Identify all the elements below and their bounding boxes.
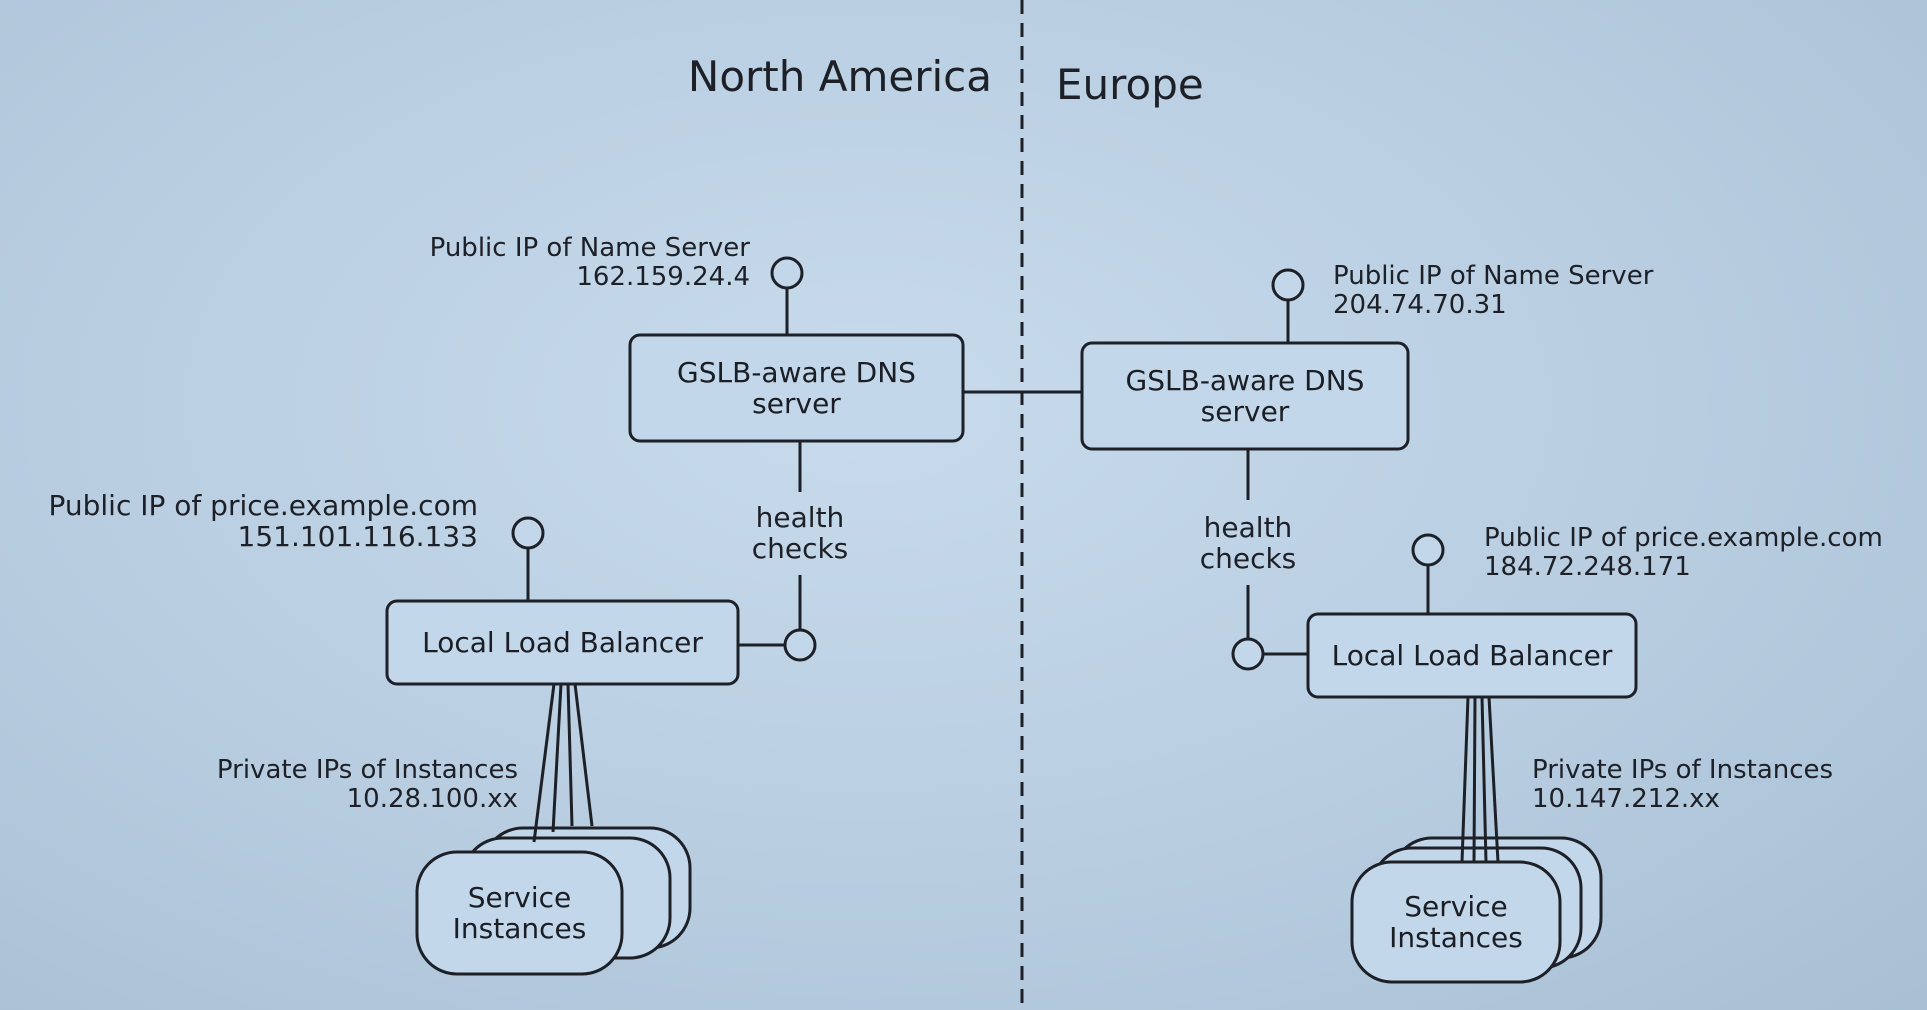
region-north-america-label: North America	[687, 52, 992, 101]
eu-load-balancer: Local Load Balancer	[1308, 614, 1636, 697]
na-service-instances-line1: Service	[467, 880, 572, 914]
na-dns-server: GSLB-aware DNS server	[630, 335, 963, 441]
eu-dns-server: GSLB-aware DNS server	[1082, 343, 1408, 449]
eu-load-balancer-label: Local Load Balancer	[1331, 638, 1613, 672]
region-europe-label: Europe	[1056, 60, 1204, 109]
eu-ns-ip-caption-text: Public IP of Name Server	[1333, 261, 1654, 291]
eu-lb-ip-value: 184.72.248.171	[1484, 552, 1691, 583]
eu-ns-ip-pin	[1271, 268, 1305, 302]
eu-service-instances: Service Instances	[1352, 862, 1560, 982]
na-ns-ip-value: 162.159.24.4	[576, 262, 750, 293]
na-instance-link-3	[566, 683, 574, 827]
na-private-ip-caption-text: Private IPs of Instances	[216, 755, 518, 785]
na-load-balancer-label: Local Load Balancer	[422, 625, 703, 659]
eu-instance-link-3	[1480, 696, 1488, 863]
eu-lb-ip-pin	[1411, 533, 1445, 567]
eu-private-ip-caption-text: Private IPs of Instances	[1532, 755, 1834, 785]
na-ns-ip-caption-text: Public IP of Name Server	[429, 233, 750, 263]
eu-private-ip-caption: Private IPs of Instances 10.147.212.xx	[1532, 755, 1834, 815]
na-load-balancer-box	[385, 599, 740, 686]
eu-dns-server-box	[1080, 341, 1410, 451]
na-dns-server-label-line1: GSLB-aware DNS	[677, 355, 916, 389]
na-service-instances: Service Instances	[417, 852, 622, 974]
eu-health-check-socket	[1231, 637, 1265, 671]
na-instance-link-1	[532, 683, 556, 843]
eu-instance-stack-front	[1350, 860, 1562, 984]
na-private-ip-caption: Private IPs of Instances 10.28.100.xx	[60, 755, 518, 815]
eu-instance-link-4	[1487, 696, 1500, 863]
na-lb-ip-pin	[511, 516, 545, 550]
eu-service-instances-line2: Instances	[1389, 921, 1523, 954]
eu-lb-ip-caption: Public IP of price.example.com 184.72.24…	[1484, 523, 1883, 583]
na-lb-ip-caption: Public IP of price.example.com 151.101.1…	[0, 490, 478, 553]
eu-service-instances-line1: Service	[1404, 889, 1508, 923]
eu-health-checks-line1: health	[1203, 511, 1293, 544]
eu-ns-ip-value: 204.74.70.31	[1333, 290, 1507, 321]
eu-load-balancer-box	[1306, 612, 1638, 699]
na-instance-stack-front	[415, 850, 624, 976]
na-private-ip-value: 10.28.100.xx	[346, 784, 518, 815]
eu-ns-ip-caption: Public IP of Name Server 204.74.70.31	[1333, 261, 1654, 321]
na-load-balancer: Local Load Balancer	[387, 601, 738, 684]
na-health-check-socket	[783, 628, 817, 662]
na-health-checks-label: health checks	[720, 502, 880, 565]
eu-lb-ip-caption-text: Public IP of price.example.com	[1484, 523, 1883, 553]
na-health-checks-line1: health	[755, 501, 845, 534]
na-service-instances-line2: Instances	[452, 912, 587, 945]
eu-instance-link-1	[1460, 696, 1470, 863]
na-lb-ip-value: 151.101.116.133	[237, 520, 478, 554]
eu-instance-link-2	[1472, 696, 1477, 863]
eu-private-ip-value: 10.147.212.xx	[1532, 784, 1720, 815]
na-dns-server-box	[628, 333, 965, 443]
na-health-checks-line2: checks	[751, 532, 849, 566]
eu-health-checks-label: health checks	[1168, 512, 1328, 575]
eu-dns-server-label-line1: GSLB-aware DNS	[1125, 363, 1365, 397]
na-instance-link-2	[551, 683, 563, 833]
na-dns-server-label-line2: server	[752, 387, 841, 420]
eu-dns-server-label-line2: server	[1200, 395, 1290, 428]
na-instance-link-4	[573, 683, 594, 827]
na-ns-ip-caption: Public IP of Name Server 162.159.24.4	[300, 233, 750, 293]
na-lb-ip-caption-text: Public IP of price.example.com	[48, 489, 478, 522]
eu-health-checks-line2: checks	[1199, 542, 1297, 576]
na-ns-ip-pin	[770, 256, 804, 290]
